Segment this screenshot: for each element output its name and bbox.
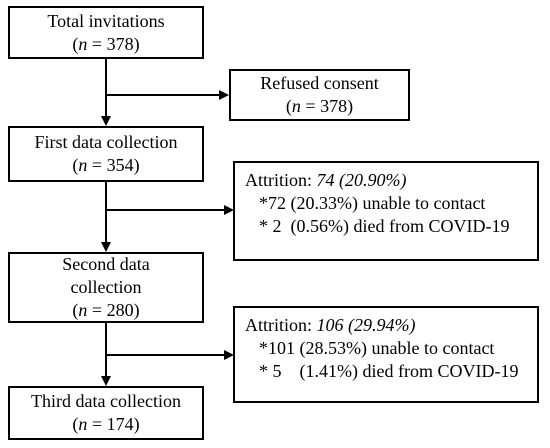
second-data-collection-n: (n = 280) — [72, 300, 140, 320]
third-data-collection-box: Third data collection (n = 174) — [8, 386, 204, 440]
second-data-collection-title-2: collection — [70, 277, 142, 297]
attrition-2-unable-to-contact: *101 (28.53%) unable to contact — [259, 338, 495, 358]
attrition-1-unable-to-contact: *72 (20.33%) unable to contact — [259, 193, 486, 213]
attrition-1-header: Attrition: 74 (20.90%) — [245, 170, 407, 190]
attrition-2-header: Attrition: 106 (29.94%) — [245, 315, 416, 335]
refused-consent-box: Refused consent (n = 378) — [229, 69, 410, 121]
second-data-collection-title-1: Second data — [62, 254, 150, 274]
second-data-collection-box: Second data collection (n = 280) — [8, 252, 204, 323]
third-data-collection-n: (n = 174) — [72, 414, 140, 434]
attrition-box-1: Attrition: 74 (20.90%) *72 (20.33%) unab… — [233, 161, 539, 261]
refused-consent-n: (n = 378) — [285, 96, 354, 116]
attrition-box-2: Attrition: 106 (29.94%) *101 (28.53%) un… — [233, 306, 539, 403]
first-data-collection-title: First data collection — [34, 132, 178, 152]
third-data-collection-title: Third data collection — [31, 391, 181, 411]
total-invitations-box: Total invitations (n = 378) — [8, 6, 204, 59]
refused-consent-title: Refused consent — [260, 73, 379, 93]
attrition-2-died-covid: * 5 (1.41%) died from COVID-19 — [259, 361, 519, 381]
attrition-1-died-covid: * 2 (0.56%) died from COVID-19 — [259, 216, 510, 236]
first-data-collection-n: (n = 354) — [72, 155, 140, 175]
total-invitations-n: (n = 378) — [72, 33, 140, 54]
first-data-collection-box: First data collection (n = 354) — [8, 126, 204, 182]
total-invitations-title: Total invitations — [47, 10, 165, 31]
